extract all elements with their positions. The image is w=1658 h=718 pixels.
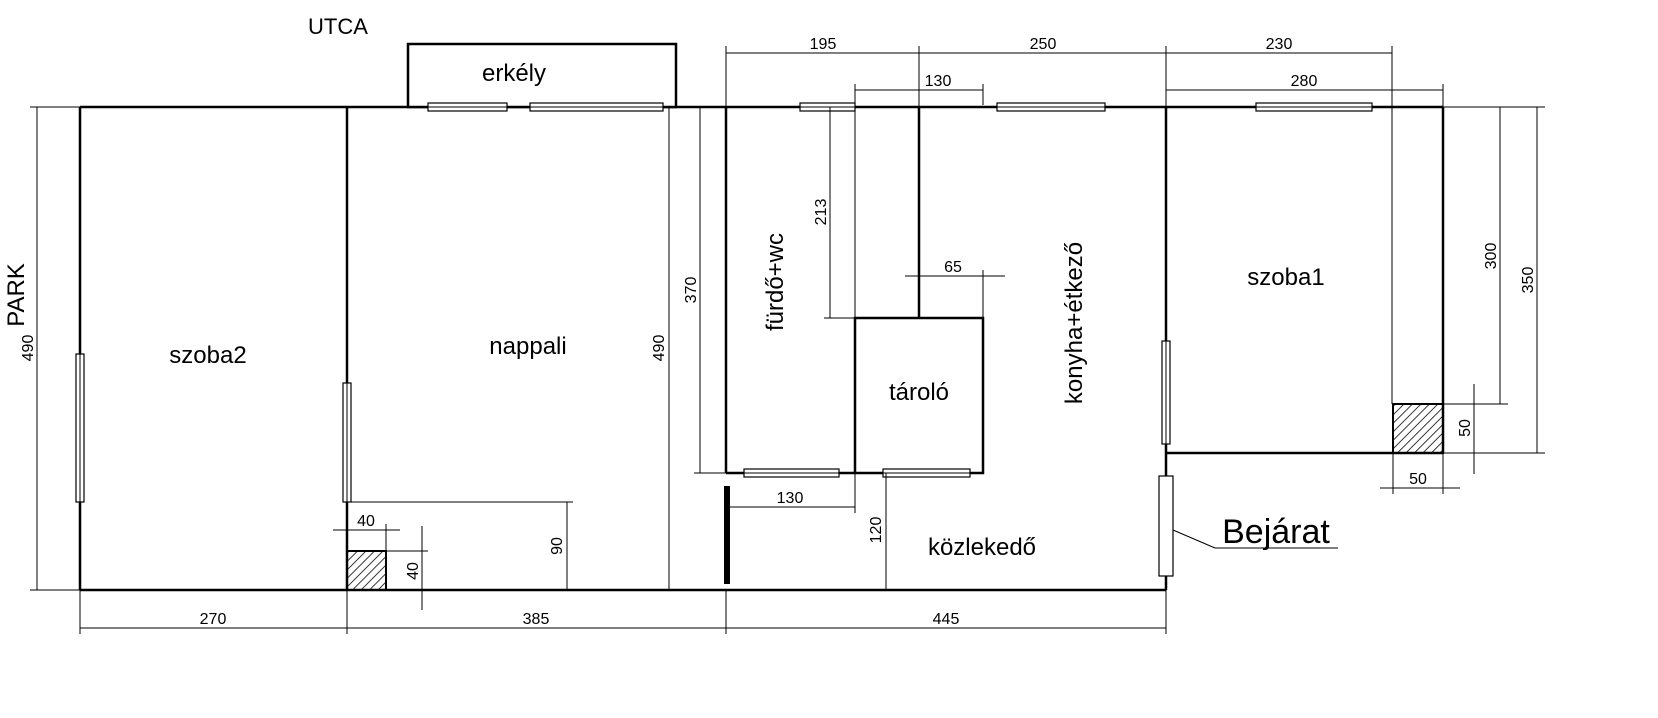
dim-40-horizontal: 40	[357, 513, 375, 530]
dim-130-top: 130	[925, 73, 952, 90]
dim-40-vertical: 40	[405, 562, 422, 580]
dim-50-horizontal: 50	[1409, 471, 1427, 488]
dim-300: 300	[1483, 243, 1500, 270]
dim-195: 195	[810, 36, 837, 53]
column-nappali	[346, 550, 387, 591]
dim-90: 90	[549, 537, 566, 555]
dim-230: 230	[1266, 36, 1293, 53]
dimension-lines	[30, 46, 1545, 634]
windows	[75, 102, 1373, 577]
room-label-konyha: konyha+étkező	[1061, 242, 1088, 404]
dim-280: 280	[1291, 73, 1318, 90]
dim-130-bottom: 130	[777, 490, 804, 507]
column-szoba1	[1392, 403, 1444, 454]
dimension-values: 195 250 230 130 280 490 490 370 213 65 3…	[20, 36, 1537, 628]
dim-50-vertical: 50	[1457, 419, 1474, 437]
entrance-label: Bejárat	[1222, 513, 1330, 551]
room-label-kozlekedo: közlekedő	[928, 534, 1036, 561]
room-label-furdo: fürdő+wc	[762, 233, 789, 331]
room-label-erkely: erkély	[482, 60, 546, 87]
park-label: PARK	[3, 263, 30, 327]
dim-490-left: 490	[20, 335, 37, 362]
dim-250: 250	[1030, 36, 1057, 53]
dim-270: 270	[200, 611, 227, 628]
room-label-tarolo: tároló	[889, 379, 949, 406]
street-label: UTCA	[308, 14, 368, 39]
dim-370: 370	[683, 277, 700, 304]
dim-213: 213	[813, 199, 830, 226]
dim-350: 350	[1520, 267, 1537, 294]
dim-490-mid: 490	[651, 335, 668, 362]
room-label-szoba1: szoba1	[1247, 264, 1324, 291]
dim-385: 385	[523, 611, 550, 628]
room-label-nappali: nappali	[489, 333, 566, 360]
room-label-szoba2: szoba2	[169, 342, 246, 369]
dim-65: 65	[944, 259, 962, 276]
dim-445: 445	[933, 611, 960, 628]
dim-120: 120	[868, 517, 885, 544]
entrance-door	[1158, 475, 1174, 577]
